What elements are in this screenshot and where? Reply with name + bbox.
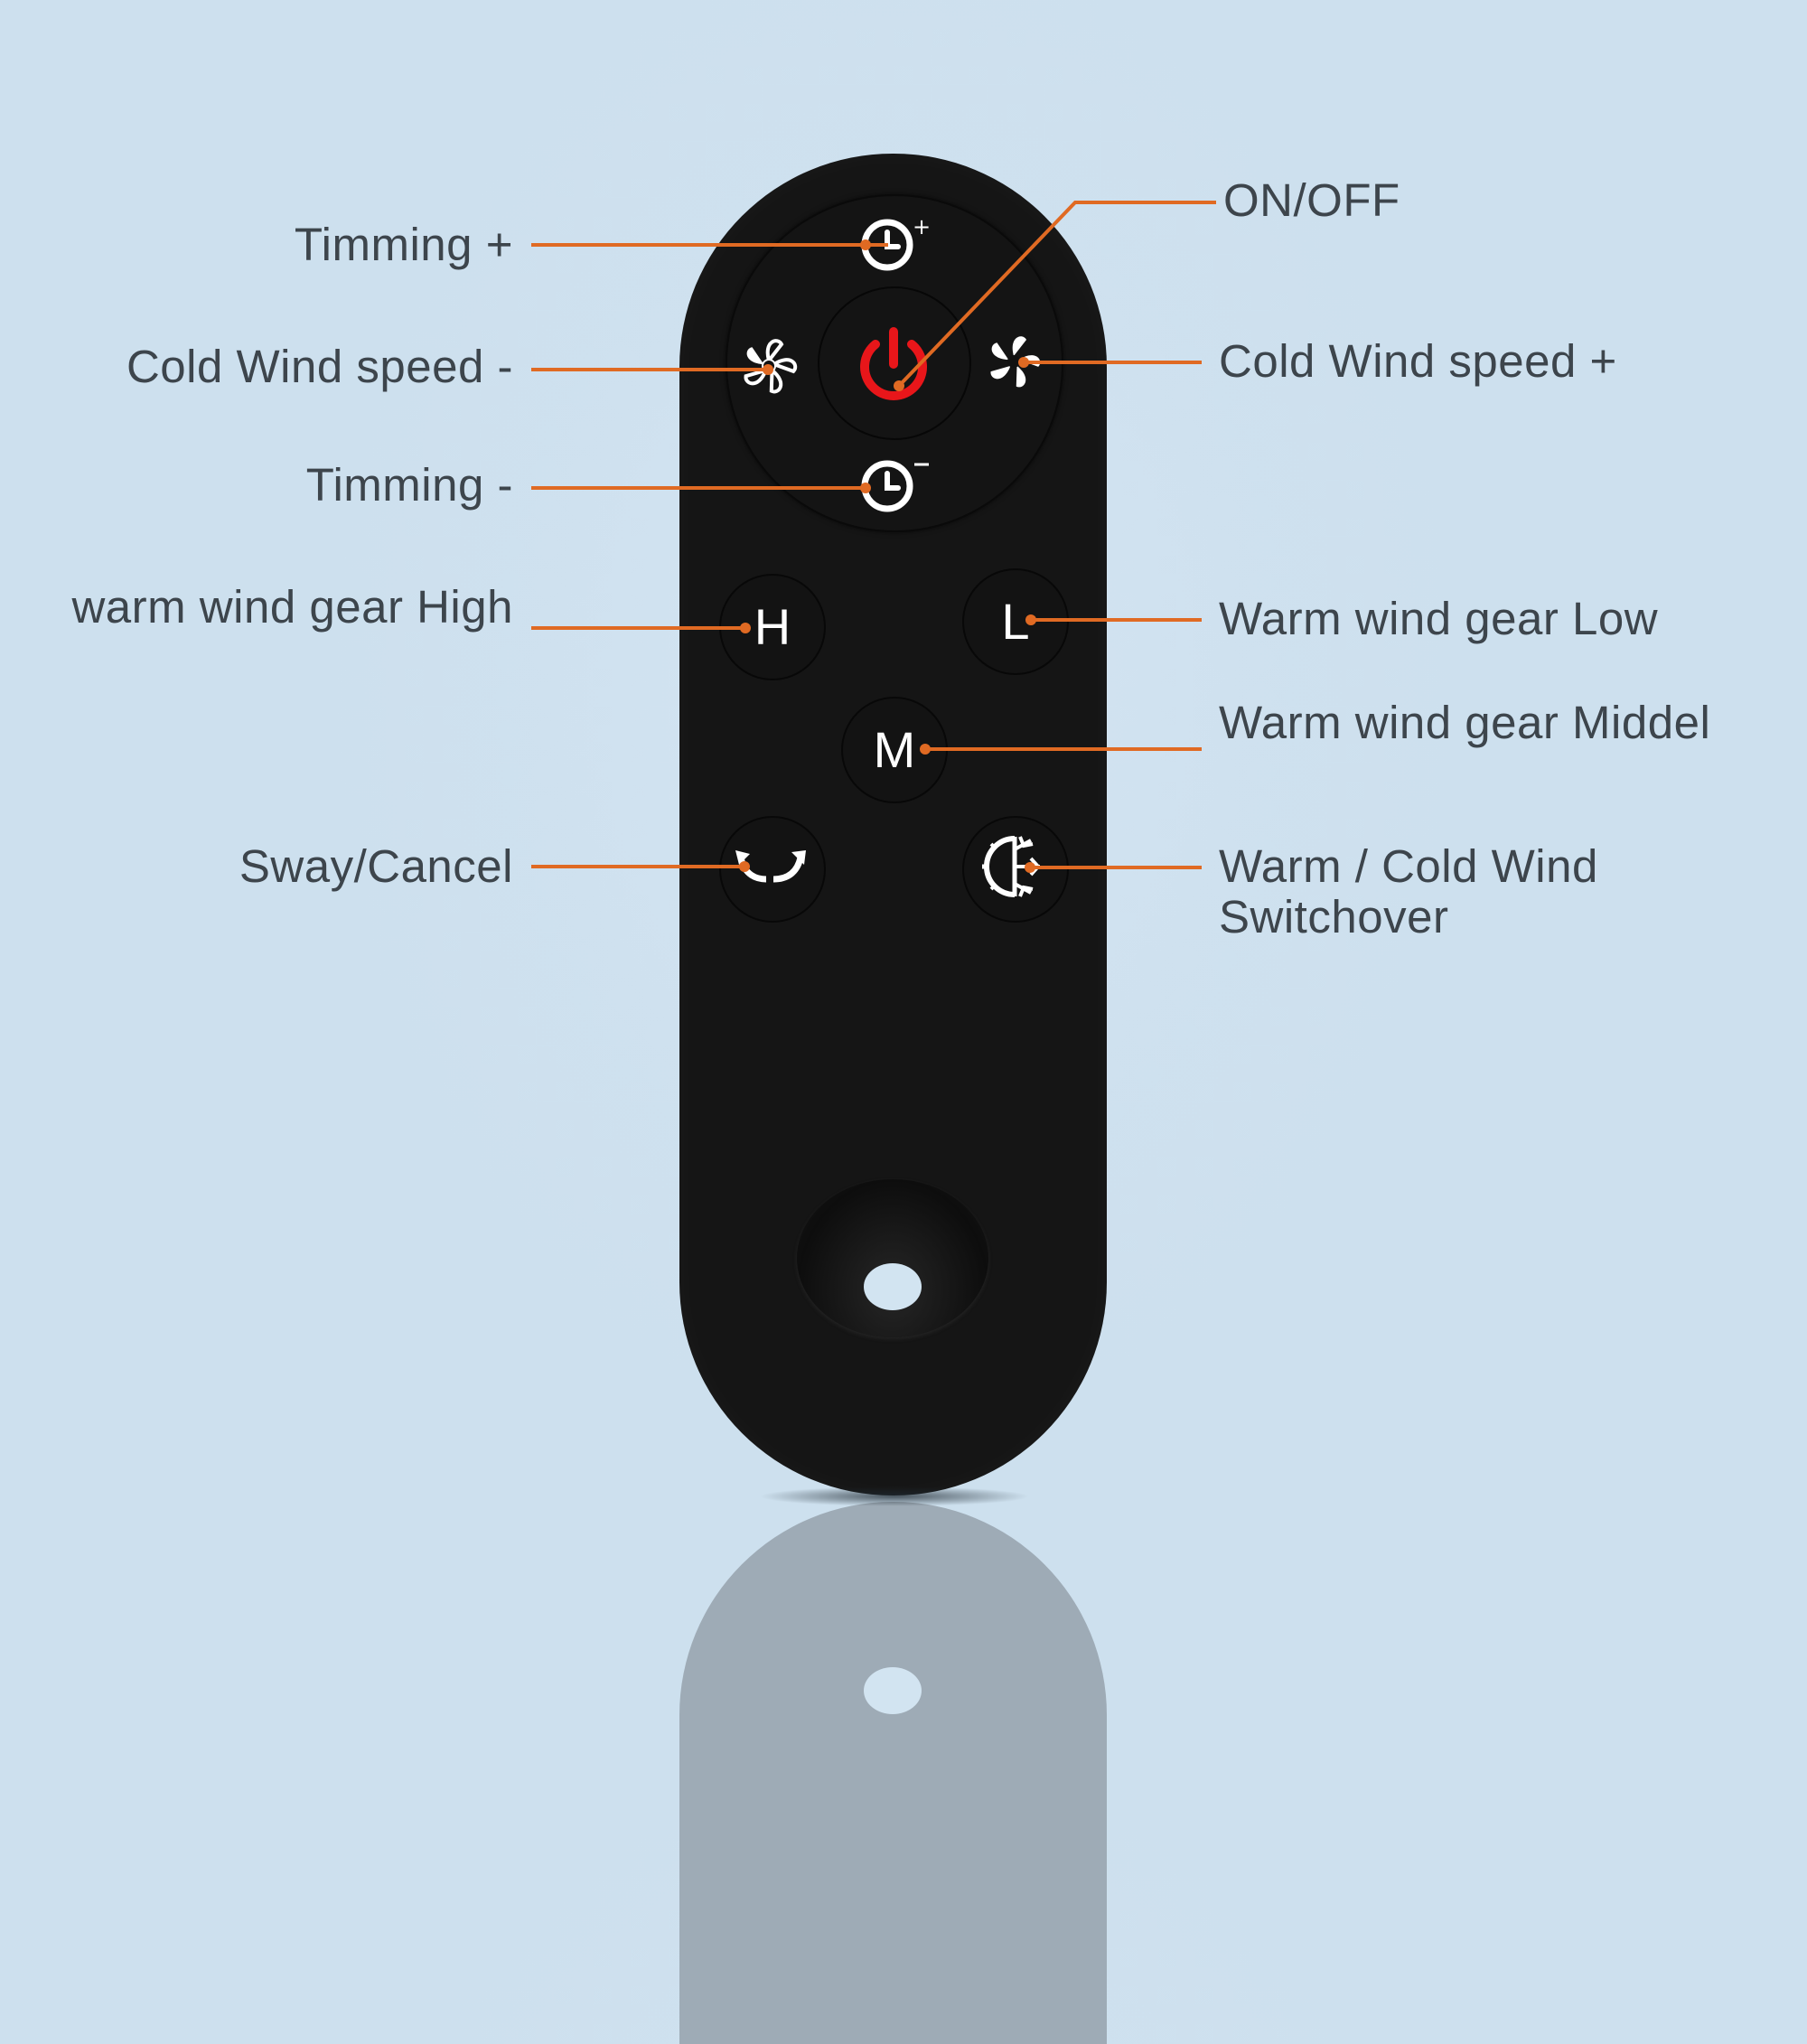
label-timer-plus: Timming + bbox=[294, 219, 513, 270]
leader-warm-high bbox=[531, 626, 745, 630]
leader-dot bbox=[894, 380, 904, 391]
leader-timer-plus bbox=[531, 243, 888, 247]
leader-on-off bbox=[897, 201, 1216, 388]
label-warm-low: Warm wind gear Low bbox=[1219, 593, 1659, 644]
leader-warm-middle bbox=[925, 747, 1202, 751]
remote-shadow bbox=[759, 1486, 1030, 1506]
leader-dot bbox=[860, 239, 871, 250]
leader-cold-wind-minus bbox=[531, 368, 768, 371]
leader-dot bbox=[739, 861, 750, 872]
leader-warm-low bbox=[1031, 618, 1202, 622]
leader-timer-minus bbox=[531, 486, 866, 490]
lanyard-hole bbox=[864, 1263, 922, 1310]
leader-dot bbox=[763, 364, 773, 375]
lanyard-dish bbox=[797, 1179, 988, 1337]
leader-cold-wind-plus bbox=[1024, 361, 1202, 364]
reflection-hole bbox=[864, 1667, 922, 1714]
sway-cancel-button[interactable] bbox=[719, 816, 826, 923]
label-switch-line1: Warm / Cold Wind bbox=[1219, 840, 1598, 892]
label-sway-cancel: Sway/Cancel bbox=[239, 840, 513, 892]
label-switch-line2: Switchover bbox=[1219, 891, 1449, 942]
label-timer-minus: Timming - bbox=[305, 459, 513, 511]
leader-dot bbox=[740, 623, 751, 633]
leader-dot bbox=[920, 744, 931, 755]
label-warm-high: warm wind gear High bbox=[71, 581, 513, 633]
leader-switch bbox=[1030, 866, 1202, 869]
label-cold-wind-plus: Cold Wind speed + bbox=[1219, 335, 1617, 387]
svg-text:+: + bbox=[913, 214, 931, 239]
leader-dot bbox=[860, 483, 871, 493]
low-button[interactable]: L bbox=[962, 568, 1069, 675]
label-cold-wind-minus: Cold Wind speed - bbox=[126, 341, 513, 392]
leader-dot bbox=[1025, 862, 1035, 873]
warm-cold-switch-button[interactable] bbox=[962, 816, 1069, 923]
fan-outline-icon[interactable] bbox=[737, 334, 801, 398]
label-warm-middle: Warm wind gear Middel bbox=[1219, 697, 1711, 748]
leader-dot bbox=[1018, 357, 1029, 368]
leader-sway bbox=[531, 865, 744, 868]
leader-dot bbox=[1025, 614, 1036, 625]
label-on-off: ON/OFF bbox=[1223, 174, 1400, 226]
